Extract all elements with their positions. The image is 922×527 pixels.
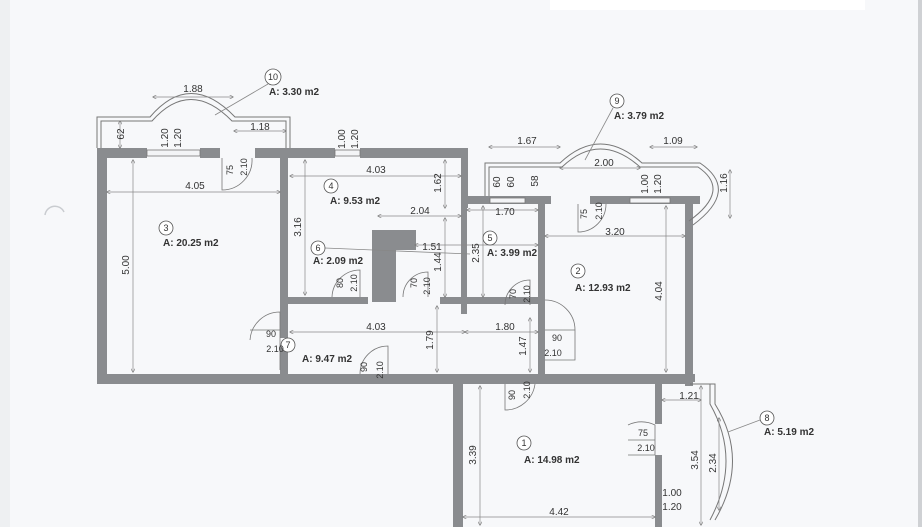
door-3-bottom-width: 90 bbox=[266, 329, 276, 339]
dim-1-16: 1.16 bbox=[719, 173, 730, 193]
dim-60-b: 60 bbox=[506, 176, 517, 188]
dim-4-42: 4.42 bbox=[549, 507, 569, 518]
room-3-area: A: 20.25 m2 bbox=[163, 238, 219, 249]
dim-window-4-a: 1.00 bbox=[337, 129, 348, 149]
dim-1-62: 1.62 bbox=[433, 173, 444, 193]
dim-60-a: 60 bbox=[492, 176, 503, 188]
door-1-right-height: 2.10 bbox=[637, 443, 655, 453]
dim-window-3-b: 1.20 bbox=[173, 128, 184, 148]
door-3-bottom-height: 2.10 bbox=[266, 344, 284, 354]
dim-window-1-b: 1.20 bbox=[662, 502, 682, 513]
room-1-area: A: 14.98 m2 bbox=[524, 455, 580, 466]
room-5-number: 5 bbox=[487, 233, 492, 243]
room-7-number: 7 bbox=[285, 340, 290, 350]
dim-4-04: 4.04 bbox=[654, 281, 665, 301]
room-10-number: 10 bbox=[268, 72, 278, 82]
dim-1-18: 1.18 bbox=[250, 122, 270, 133]
door-6-width: 80 bbox=[335, 278, 345, 288]
door-5-width: 70 bbox=[508, 289, 518, 299]
door-7-height: 2.10 bbox=[375, 361, 385, 379]
room-4-number: 4 bbox=[328, 181, 333, 191]
dim-3-20: 3.20 bbox=[605, 227, 625, 238]
dim-3-39: 3.39 bbox=[468, 445, 479, 465]
door-3-top-height: 2.10 bbox=[239, 158, 249, 176]
dim-1-21: 1.21 bbox=[679, 391, 699, 402]
door-2-left-height: 2.10 bbox=[544, 348, 562, 358]
dim-2-34: 2.34 bbox=[708, 453, 719, 473]
dim-1-51: 1.51 bbox=[422, 242, 442, 253]
room-1-number: 1 bbox=[521, 438, 526, 448]
dim-1-70: 1.70 bbox=[495, 207, 515, 218]
spinner-arc bbox=[44, 205, 65, 216]
room-9-area: A: 3.79 m2 bbox=[614, 111, 664, 122]
room-2-area: A: 12.93 m2 bbox=[575, 283, 631, 294]
dim-5-00: 5.00 bbox=[121, 255, 132, 275]
dim-3-54: 3.54 bbox=[690, 450, 701, 470]
dim-1-09: 1.09 bbox=[663, 136, 683, 147]
dim-1-67: 1.67 bbox=[517, 136, 537, 147]
dim-1-44: 1.44 bbox=[433, 252, 444, 272]
dim-2-35: 2.35 bbox=[471, 243, 482, 263]
dim-window-3-a: 1.20 bbox=[160, 128, 171, 148]
dim-1-80: 1.80 bbox=[495, 322, 515, 333]
room-8-number: 8 bbox=[764, 413, 769, 423]
room-4-area: A: 9.53 m2 bbox=[330, 196, 380, 207]
room-9-number: 9 bbox=[614, 96, 619, 106]
dim-window-1-a: 1.00 bbox=[662, 488, 682, 499]
door-1-right-width: 75 bbox=[638, 428, 648, 438]
dim-window-4-b: 1.20 bbox=[350, 129, 361, 149]
door-2-top-height: 2.10 bbox=[594, 202, 604, 220]
dim-3-16: 3.16 bbox=[293, 217, 304, 237]
dim-1-47: 1.47 bbox=[518, 336, 529, 356]
dim-window-2-b: 1.20 bbox=[653, 174, 664, 194]
right-scroll-edge bbox=[918, 0, 922, 527]
dim-1-88: 1.88 bbox=[183, 84, 203, 95]
door-3-top-width: 75 bbox=[225, 165, 235, 175]
dim-window-2-a: 1.00 bbox=[640, 174, 651, 194]
top-white-strip bbox=[550, 0, 865, 10]
room-6-number: 6 bbox=[315, 243, 320, 253]
room-8-area: A: 5.19 m2 bbox=[764, 427, 814, 438]
door-2-left-width: 90 bbox=[552, 333, 562, 343]
door-wc-width: 70 bbox=[409, 278, 419, 288]
door-6-height: 2.10 bbox=[349, 274, 359, 292]
dim-4-05: 4.05 bbox=[185, 181, 205, 192]
room-7-area: A: 9.47 m2 bbox=[302, 354, 352, 365]
room-3-number: 3 bbox=[163, 223, 168, 233]
dim-1-79: 1.79 bbox=[425, 330, 436, 350]
door-1-top-width: 90 bbox=[507, 390, 517, 400]
walls bbox=[97, 148, 700, 527]
dim-62: 62 bbox=[116, 128, 127, 140]
door-wc-height: 2.10 bbox=[422, 277, 432, 295]
room-2-number: 2 bbox=[575, 266, 580, 276]
dim-2-04: 2.04 bbox=[410, 206, 430, 217]
room-6-area: A: 2.09 m2 bbox=[313, 256, 363, 267]
dim-58: 58 bbox=[530, 175, 541, 187]
dim-2-00: 2.00 bbox=[594, 158, 614, 169]
door-2-top-width: 75 bbox=[579, 209, 589, 219]
left-margin bbox=[0, 0, 10, 527]
door-5-height: 2.10 bbox=[522, 285, 532, 303]
dim-4-03-top: 4.03 bbox=[366, 165, 386, 176]
dim-4-03-corridor: 4.03 bbox=[366, 322, 386, 333]
door-7-width: 90 bbox=[359, 362, 369, 372]
door-1-top-height: 2.10 bbox=[522, 381, 532, 399]
room-5-area: A: 3.99 m2 bbox=[487, 248, 537, 259]
room-10-area: A: 3.30 m2 bbox=[269, 87, 319, 98]
